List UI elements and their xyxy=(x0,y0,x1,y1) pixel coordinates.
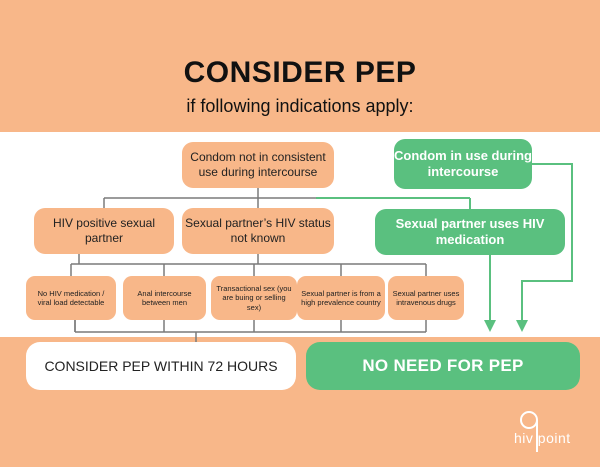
no-pep-outcome: NO NEED FOR PEP xyxy=(306,342,580,390)
condom-inconsistent-box: Condom not in consistent use during inte… xyxy=(182,142,334,188)
hivpoint-logo-icon xyxy=(520,411,538,452)
green-connectors xyxy=(316,163,573,332)
condom-in-use-box: Condom in use during intercourse xyxy=(394,139,532,189)
partner-status-unknown-box: Sexual partner’s HIV status not known xyxy=(182,208,334,254)
risk-factor-box: Sexual partner is from a high prevalence… xyxy=(297,276,385,320)
page-title: CONSIDER PEP xyxy=(183,56,417,89)
risk-factor-box: No HIV medication / viral load detectabl… xyxy=(26,276,116,320)
hiv-positive-partner-box: HIV positive sexual partner xyxy=(34,208,174,254)
partner-uses-medication-box: Sexual partner uses HIV medication xyxy=(375,209,565,255)
logo-text: hiv point xyxy=(514,430,571,446)
page-subtitle: if following indications apply: xyxy=(186,96,414,116)
gray-connectors xyxy=(70,188,427,342)
risk-factor-box: Sexual partner uses intravenous drugs xyxy=(388,276,464,320)
risk-factor-box: Anal intercourse between men xyxy=(123,276,206,320)
header-band xyxy=(0,0,600,132)
consider-pep-outcome: CONSIDER PEP WITHIN 72 HOURS xyxy=(26,342,296,390)
risk-factor-box: Transactional sex (you are buing or sell… xyxy=(211,276,297,320)
